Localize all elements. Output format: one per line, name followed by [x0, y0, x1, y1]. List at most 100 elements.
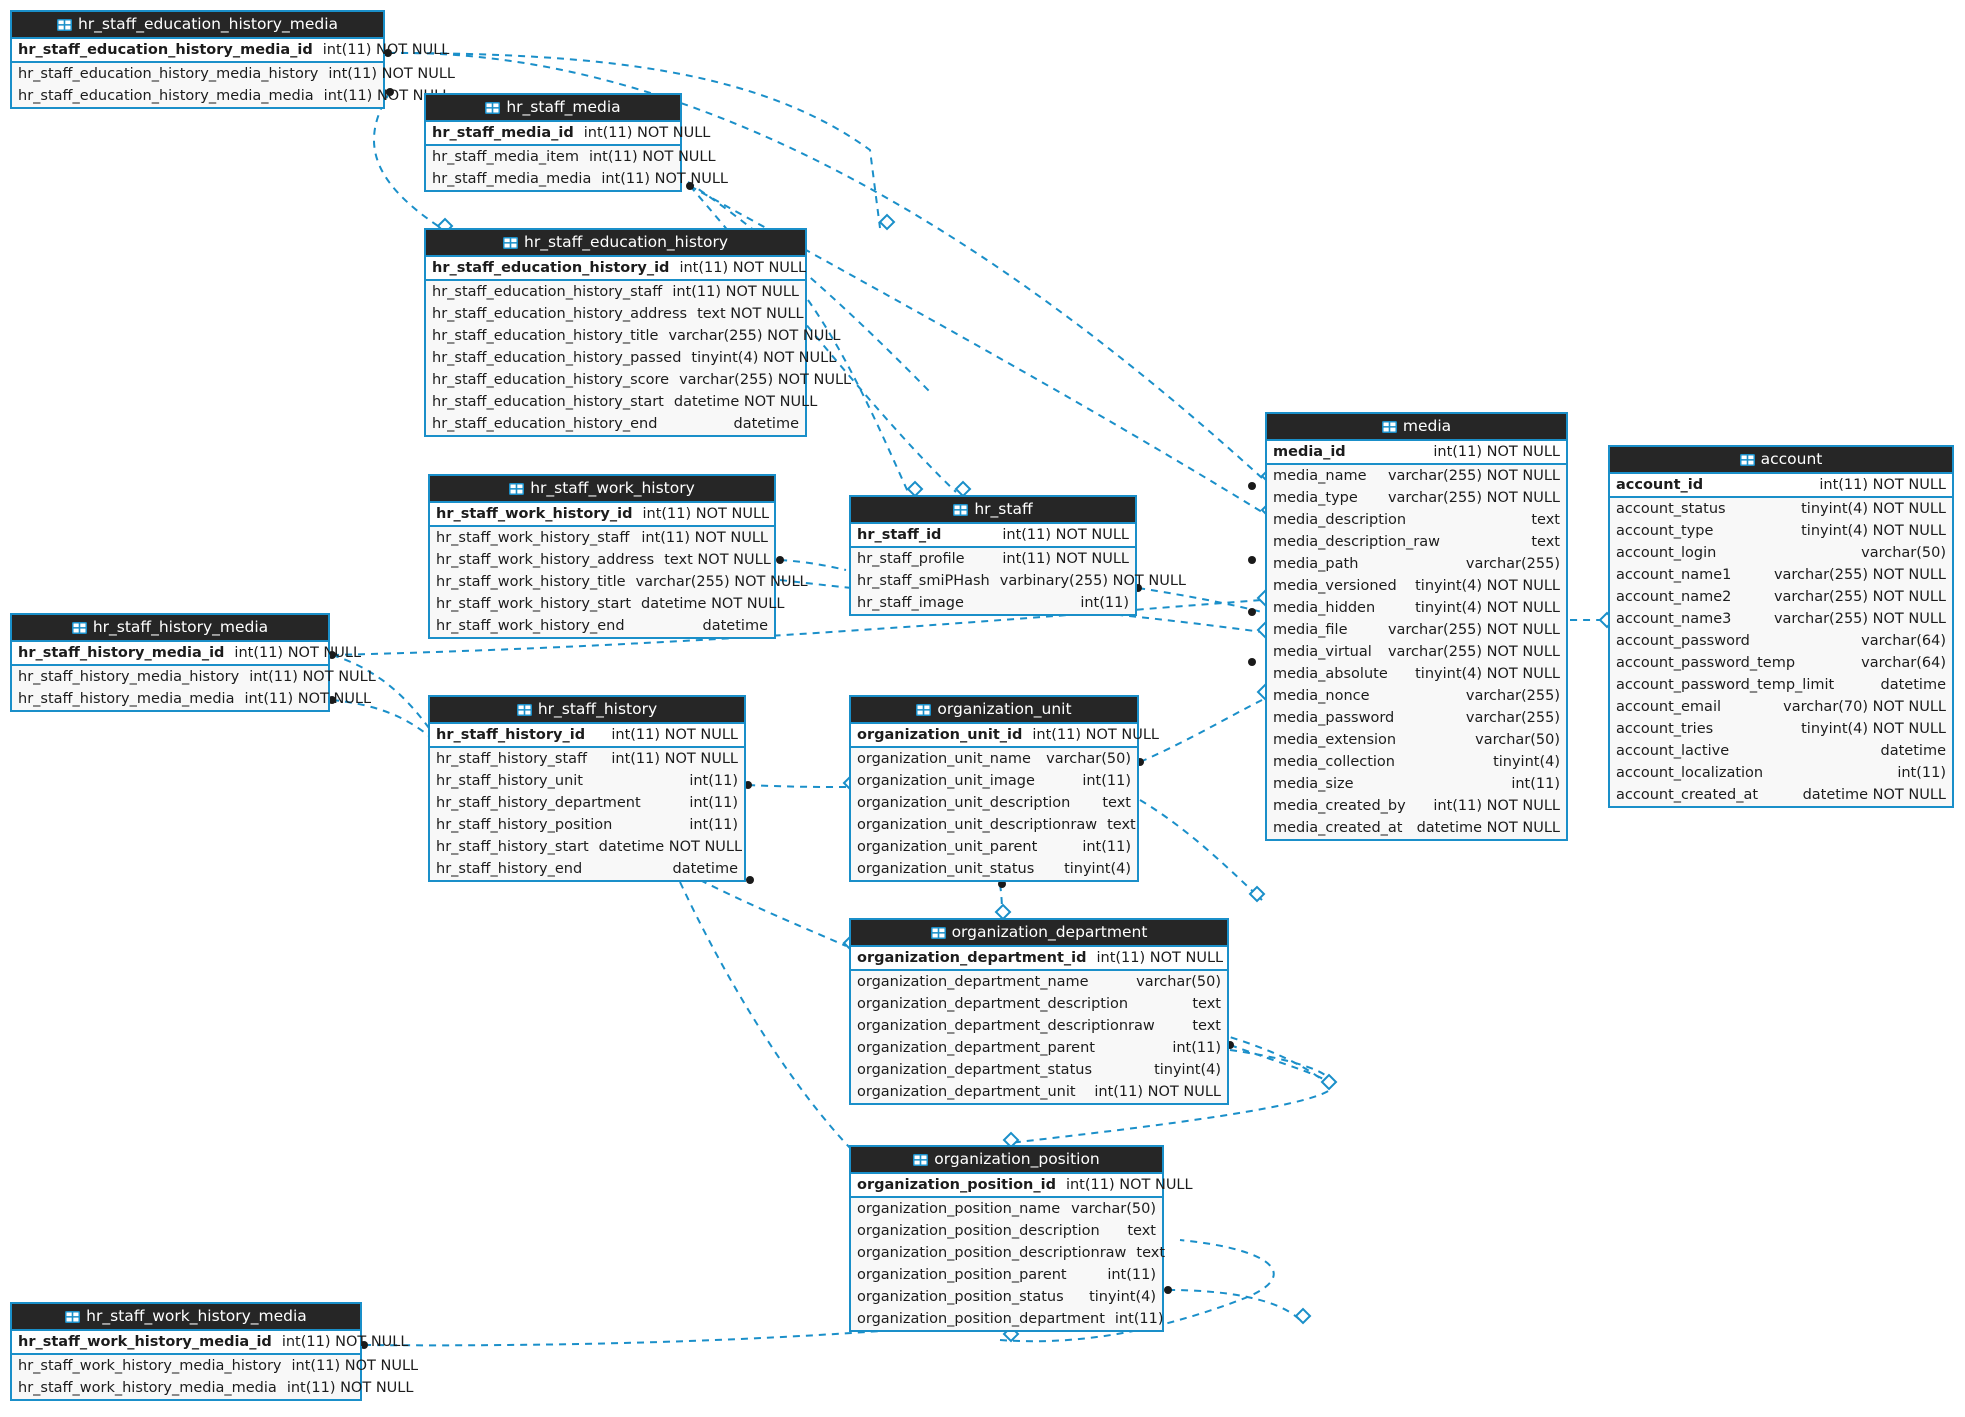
- er-table-hr_staff_education_history_media[interactable]: hr_staff_education_history_media hr_staf…: [10, 10, 455, 109]
- er-table-hr_staff_media[interactable]: hr_staff_media hr_staff_media_id int(11)…: [424, 93, 728, 192]
- er-table-organization_department[interactable]: organization_department organization_dep…: [849, 918, 1229, 1105]
- primary-key-row-organization_department[interactable]: organization_department_id int(11) NOT N…: [851, 947, 1227, 971]
- primary-key-row-hr_staff_education_history_media[interactable]: hr_staff_education_history_media_id int(…: [12, 39, 449, 63]
- er-table-hr_staff_work_history[interactable]: hr_staff_work_history hr_staff_work_hist…: [428, 474, 808, 639]
- primary-key-row-hr_staff_history[interactable]: hr_staff_history_id int(11) NOT NULL: [430, 724, 744, 748]
- column-row[interactable]: hr_staff_education_history_media_history…: [12, 63, 455, 85]
- er-table-hr_staff[interactable]: hr_staff hr_staff_id int(11) NOT NULL hr…: [849, 495, 1186, 616]
- primary-key-row-hr_staff_history_media[interactable]: hr_staff_history_media_id int(11) NOT NU…: [12, 642, 361, 666]
- primary-key-row-hr_staff_work_history_media[interactable]: hr_staff_work_history_media_id int(11) N…: [12, 1331, 408, 1355]
- er-table-hr_staff_education_history[interactable]: hr_staff_education_history hr_staff_educ…: [424, 228, 851, 437]
- er-table-hr_staff_history[interactable]: hr_staff_history hr_staff_history_id int…: [428, 695, 746, 882]
- er-table-organization_position[interactable]: organization_position organization_posit…: [849, 1145, 1193, 1332]
- er-table-hr_staff_work_history_media[interactable]: hr_staff_work_history_media hr_staff_wor…: [10, 1302, 418, 1401]
- er-table-media[interactable]: media media_id int(11) NOT NULL media_na…: [1265, 412, 1568, 841]
- primary-key-row-account[interactable]: account_id int(11) NOT NULL: [1610, 474, 1952, 498]
- er-table-account[interactable]: account account_id int(11) NOT NULL acco…: [1608, 445, 1954, 808]
- primary-key-row-hr_staff[interactable]: hr_staff_id int(11) NOT NULL: [851, 524, 1135, 548]
- primary-key-row-hr_staff_education_history[interactable]: hr_staff_education_history_id int(11) NO…: [426, 257, 806, 281]
- primary-key-row-organization_unit[interactable]: organization_unit_id int(11) NOT NULL: [851, 724, 1159, 748]
- er-table-hr_staff_history_media[interactable]: hr_staff_history_media hr_staff_history_…: [10, 613, 376, 712]
- er-table-organization_unit[interactable]: organization_unit organization_unit_id i…: [849, 695, 1159, 882]
- primary-key-row-organization_position[interactable]: organization_position_id int(11) NOT NUL…: [851, 1174, 1193, 1198]
- primary-key-row-media[interactable]: media_id int(11) NOT NULL: [1267, 441, 1566, 465]
- primary-key-row-hr_staff_work_history[interactable]: hr_staff_work_history_id int(11) NOT NUL…: [430, 503, 774, 527]
- primary-key-row-hr_staff_media[interactable]: hr_staff_media_id int(11) NOT NULL: [426, 122, 710, 146]
